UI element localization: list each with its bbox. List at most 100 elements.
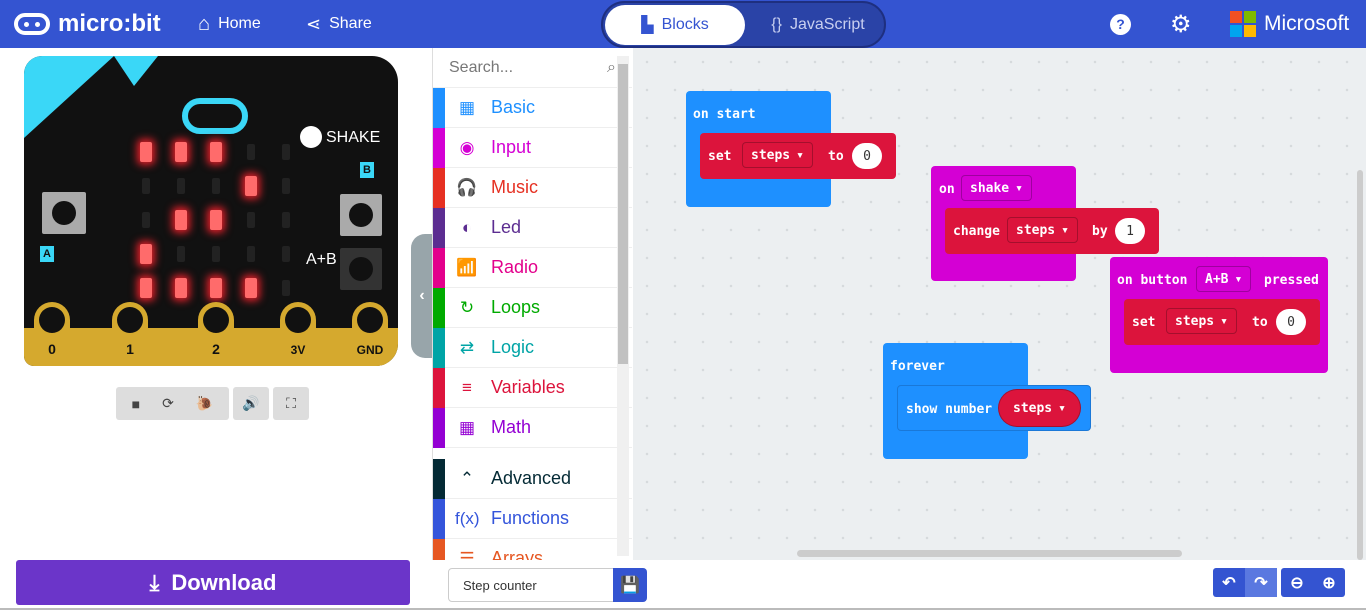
led: [210, 278, 222, 298]
pin-2[interactable]: 2: [198, 302, 234, 366]
workspace-horizontal-scrollbar[interactable]: [797, 550, 1182, 557]
variable-dropdown[interactable]: steps▾: [742, 142, 813, 168]
logic-icon: ⇄: [459, 337, 475, 357]
stop-icon[interactable]: ■: [131, 395, 141, 412]
on-button-pressed-block[interactable]: on button A+B▾ pressed set steps▾ to 0: [1110, 257, 1328, 373]
toolbox-scrollbar[interactable]: [617, 56, 629, 556]
category-arrays[interactable]: ☰ Arrays: [433, 538, 632, 561]
download-label: Download: [171, 569, 277, 595]
save-button[interactable]: 💾: [613, 568, 647, 602]
led: [282, 246, 290, 262]
value-input[interactable]: 1: [1115, 218, 1145, 244]
share-button[interactable]: ⋖Share: [306, 0, 372, 48]
set-block[interactable]: set steps▾ to 0: [700, 133, 896, 179]
home-label: Home: [218, 15, 261, 32]
project-name-input[interactable]: Step counter: [448, 568, 614, 602]
arrays-icon: ☰: [459, 548, 475, 561]
variable-dropdown[interactable]: steps ▾: [1007, 217, 1078, 243]
category-label: Logic: [491, 337, 535, 357]
pin-label: 1: [126, 341, 134, 357]
forever-label: forever: [890, 359, 945, 374]
speaker-icon: 🔊: [242, 395, 260, 411]
category-logic[interactable]: ⇄ Logic: [433, 327, 632, 368]
on-start-block[interactable]: on start set steps▾ to 0: [686, 91, 896, 207]
button-dropdown[interactable]: A+B▾: [1196, 266, 1252, 292]
shake-button[interactable]: [300, 126, 322, 148]
value-input[interactable]: 0: [852, 143, 882, 169]
collapse-simulator-button[interactable]: ‹: [411, 234, 433, 358]
button-a[interactable]: [42, 192, 86, 234]
tab-blocks[interactable]: ▙Blocks: [605, 5, 745, 45]
button-b[interactable]: [340, 194, 382, 236]
search-icon: ⌕: [607, 58, 616, 76]
variable-name: steps: [1016, 222, 1056, 238]
set-block[interactable]: set steps▾ to 0: [1124, 299, 1320, 345]
download-icon: ⤓: [149, 569, 160, 595]
led: [142, 178, 150, 194]
value-input[interactable]: 0: [1276, 309, 1306, 335]
led: [140, 142, 152, 162]
help-button[interactable]: ?: [1110, 0, 1131, 48]
category-input[interactable]: ◉Input: [433, 127, 632, 168]
category-color: [433, 498, 445, 539]
category-basic[interactable]: ▦Basic: [433, 87, 632, 128]
slow-motion-icon[interactable]: 🐌: [195, 395, 214, 411]
category-loops[interactable]: ↻Loops: [433, 287, 632, 328]
category-variables[interactable]: ≡Variables: [433, 367, 632, 408]
change-block[interactable]: change steps▾ by 1: [945, 208, 1159, 254]
category-color: [433, 407, 445, 448]
microsoft-label: Microsoft: [1264, 12, 1350, 35]
search-input[interactable]: Search...⌕: [433, 48, 632, 88]
settings-button[interactable]: ⚙: [1170, 0, 1192, 48]
pin-3[interactable]: 3V: [280, 302, 316, 366]
show-number-block[interactable]: show number steps▾: [897, 385, 1091, 431]
math-icon: ▦: [458, 417, 476, 437]
led: [282, 212, 290, 228]
on-shake-block[interactable]: on shake▾ change steps▾ by 1: [931, 166, 1159, 281]
share-icon: ⋖: [306, 13, 322, 34]
variable-dropdown[interactable]: steps▾: [1166, 308, 1237, 334]
category-label: Arrays: [491, 548, 544, 560]
category-led[interactable]: ◐Led: [433, 207, 632, 248]
variable-reporter[interactable]: steps▾: [998, 389, 1081, 427]
fullscreen-button[interactable]: ⛶: [273, 387, 309, 420]
category-color: [433, 247, 445, 288]
board-accent: [24, 56, 114, 138]
brand-text: micro:bit: [58, 10, 161, 37]
set-label: set: [708, 149, 732, 164]
shake-label: SHAKE: [326, 129, 381, 146]
blocks-workspace[interactable]: on start set steps▾ to 0 on shake▾ chang…: [633, 48, 1366, 560]
pin-4[interactable]: GND: [352, 302, 388, 366]
category-music[interactable]: 🎧Music: [433, 167, 632, 208]
microbit-icon: [14, 13, 50, 35]
led: [212, 178, 220, 194]
pin-0[interactable]: 0: [34, 302, 70, 366]
home-button[interactable]: ⌂Home: [198, 0, 261, 48]
forever-block[interactable]: forever show number steps▾: [883, 343, 1091, 459]
pin-1[interactable]: 1: [112, 302, 148, 366]
braces-icon: {}: [771, 16, 782, 33]
microbit-logo[interactable]: micro:bit: [14, 0, 161, 48]
button-ab[interactable]: [340, 248, 382, 290]
caret-down-icon: ▾: [1061, 222, 1069, 238]
category-functions[interactable]: f(x)Functions: [433, 498, 632, 539]
zoom-out-icon[interactable]: ⊖: [1290, 574, 1304, 592]
zoom-in-icon[interactable]: ⊕: [1322, 574, 1336, 592]
category-math[interactable]: ▦Math: [433, 407, 632, 448]
category-advanced[interactable]: ⌃Advanced: [433, 458, 632, 499]
microsoft-logo[interactable]: Microsoft: [1230, 0, 1349, 48]
download-button[interactable]: ⤓ Download: [16, 560, 410, 605]
project-name: Step counter: [463, 577, 537, 593]
microbit-logo-icon: [182, 98, 248, 134]
redo-icon[interactable]: ↷: [1245, 568, 1277, 597]
gesture-dropdown[interactable]: shake▾: [961, 175, 1032, 201]
mute-button[interactable]: 🔊: [233, 387, 269, 420]
workspace-vertical-scrollbar[interactable]: [1357, 170, 1363, 560]
led: [210, 142, 222, 162]
restart-icon[interactable]: ⟳: [162, 395, 174, 411]
category-radio[interactable]: 📶Radio: [433, 247, 632, 288]
tab-javascript[interactable]: {}JavaScript: [753, 5, 883, 45]
undo-icon[interactable]: ↶: [1222, 574, 1236, 592]
category-color: [433, 287, 445, 328]
caret-down-icon: ▾: [1015, 180, 1023, 196]
